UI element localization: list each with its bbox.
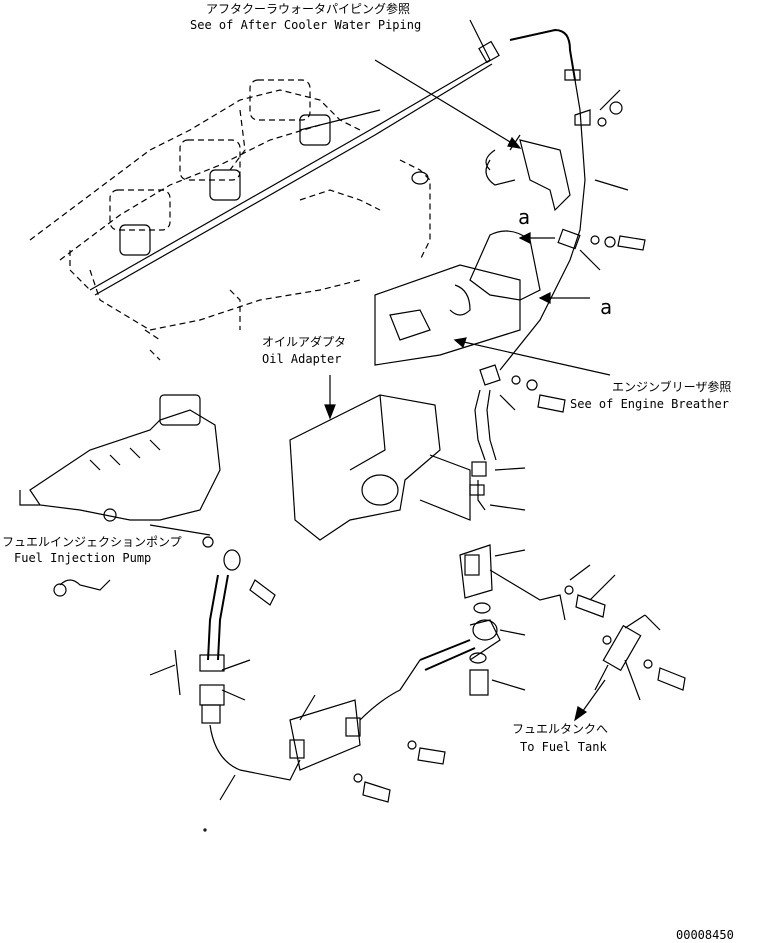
- breather-hose: [474, 364, 566, 461]
- right-fuel-assembly: [419, 461, 686, 696]
- breather-housing: [374, 230, 541, 366]
- engine-block: [29, 79, 431, 361]
- ref-a-right: a: [600, 295, 613, 319]
- upper-clamp: [557, 228, 646, 251]
- fuel-tank-label-en: To Fuel Tank: [520, 740, 607, 754]
- after-cooler-label-en: See of After Cooler Water Piping: [190, 18, 422, 32]
- engine-breather-label-en: See of Engine Breather: [570, 397, 729, 411]
- upper-cable: [89, 40, 500, 296]
- u-bolt-bracket: [485, 134, 571, 212]
- oil-adapter-label-jp: オイルアダプタ: [262, 335, 347, 349]
- ref-a-upper: a: [518, 205, 531, 229]
- lower-fuel-hose: [199, 549, 301, 781]
- upper-hose: [499, 28, 623, 371]
- after-cooler-label-jp: アフタクーラウォータパイピング参照: [206, 2, 411, 16]
- oil-adapter: [289, 109, 471, 541]
- oil-adapter-label-en: Oil Adapter: [262, 352, 342, 366]
- leader-lines: [149, 19, 661, 801]
- fuel-injection-pump: [19, 394, 221, 597]
- engine-breather-label-jp: エンジンブリーザ参照: [612, 380, 732, 394]
- fuel-tank-label-jp: フュエルタンクへ: [512, 722, 609, 736]
- drawing-number: 00008450: [676, 928, 734, 942]
- lower-clamp-bracket: [289, 659, 446, 803]
- fuel-pump-label-en: Fuel Injection Pump: [14, 551, 152, 565]
- arrows: [149, 59, 611, 722]
- fuel-pump-label-jp: フュエルインジェクションポンプ: [2, 535, 182, 549]
